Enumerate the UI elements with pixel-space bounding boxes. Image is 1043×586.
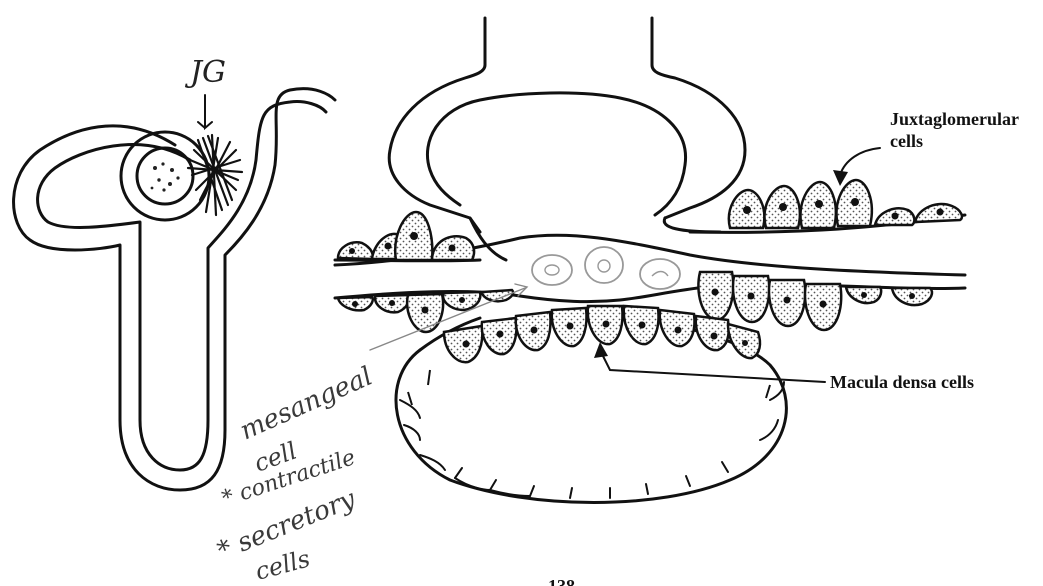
juxtaglomerular-label-line2: cells [890,131,923,151]
tubule-wall-cells-right [698,272,932,330]
mesangial-cells [532,247,680,289]
macula-densa-label: Macula densa cells [830,372,974,392]
note-mesangeal: mesangeal [236,361,377,446]
jg-handwritten-mark: JG [184,55,226,90]
macula-densa-leader [600,350,825,382]
juxtaglomerular-label: Juxtaglomerular [890,109,1019,129]
jg-apparatus-diagram: Juxtaglomerular cells Macula densa cells [335,18,1019,503]
glomerulus-dots [151,162,180,191]
page-number: 138 [548,576,575,586]
juxtaglomerular-cell-row [729,180,962,228]
juxtaglomerular-cell-row-left [338,212,474,260]
juxtaglomerular-leader [840,148,880,175]
